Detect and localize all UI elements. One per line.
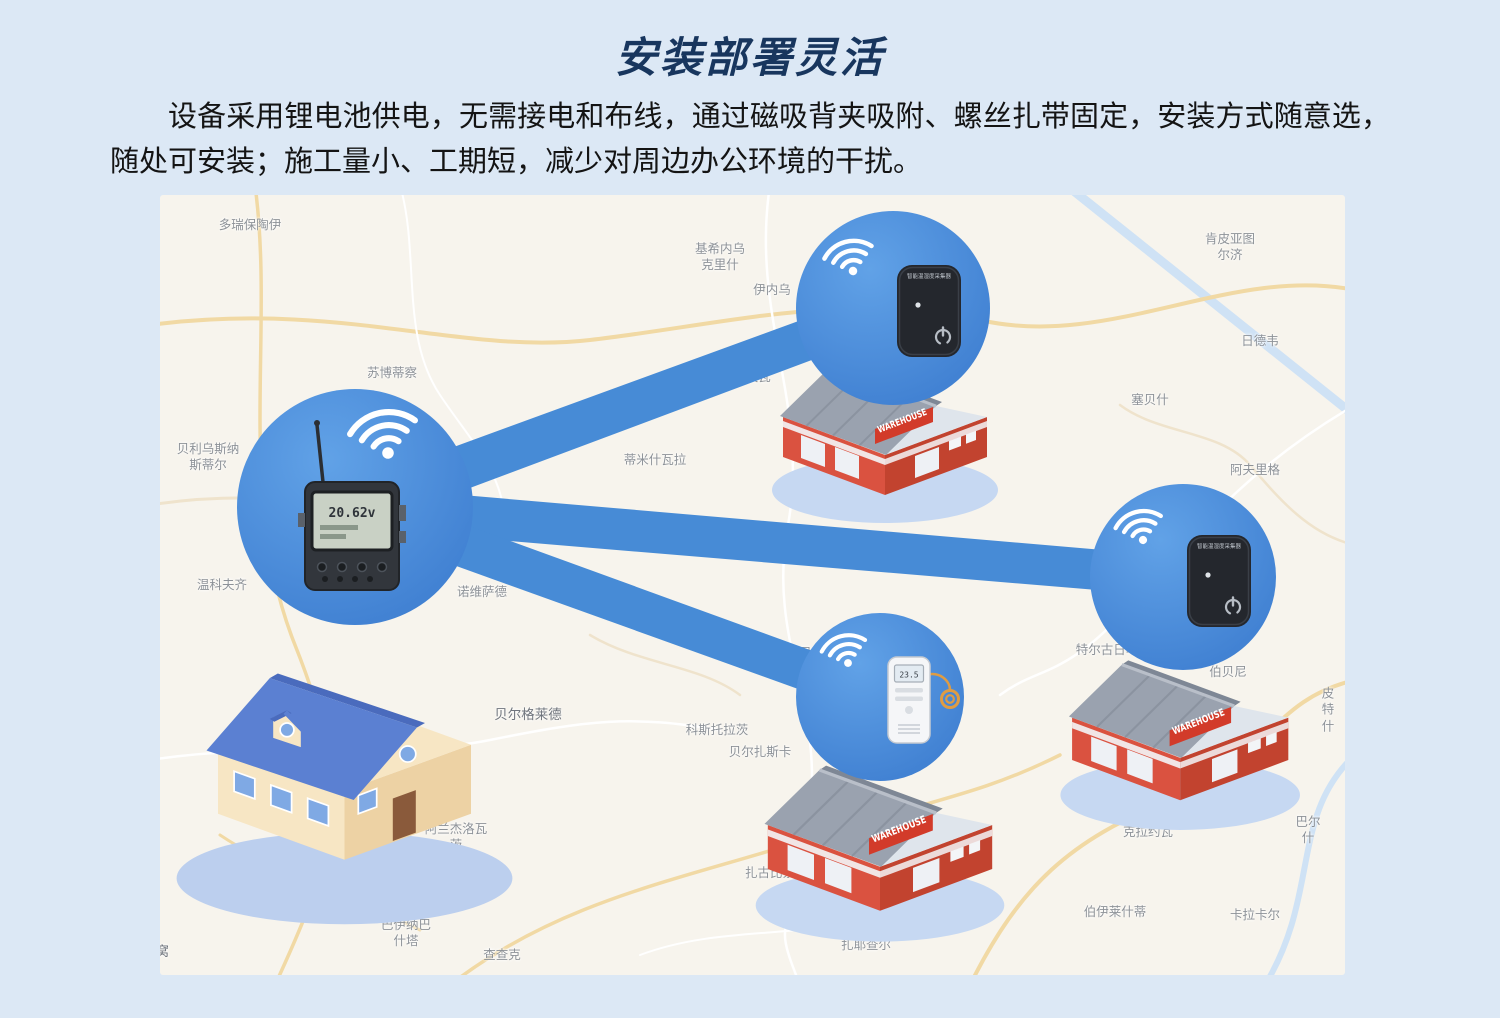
link-band-top — [347, 289, 900, 528]
network-links — [347, 289, 1185, 716]
link-band-bottom — [348, 487, 887, 716]
sensor-device: 23.5 — [887, 656, 960, 744]
map-label: 阿夫里格 — [1229, 462, 1281, 477]
map-label: 伯贝尼 — [1209, 664, 1247, 679]
map-label: 伯伊莱什蒂 — [1083, 904, 1147, 919]
platform-ellipse — [176, 832, 513, 925]
map-label: 塞贝什 — [1131, 392, 1169, 407]
node-circle-bottom — [796, 613, 964, 781]
gateway-screen-value: 20.62v — [329, 506, 376, 521]
map-label: 日德韦 — [1241, 333, 1279, 348]
map-label: 皮特什 — [1321, 686, 1335, 734]
probe-coil — [940, 689, 960, 709]
gateway-ports — [322, 576, 373, 582]
map-label: 科斯托拉茨 — [685, 722, 749, 737]
map-label: 贝尔格莱德 — [494, 707, 562, 723]
buildings-layer — [176, 361, 1302, 944]
network-scene: 智能温湿度采集器 — [176, 211, 1302, 944]
map-label: 贝利乌斯纳 斯蒂尔 — [176, 441, 240, 472]
map-label: 伊内乌 — [753, 282, 791, 297]
map-label: 巴尔什 — [1295, 814, 1321, 845]
link-band-right — [353, 486, 1185, 597]
collector-device-top — [895, 263, 963, 359]
map-label: 萨拉热窝 — [160, 944, 169, 960]
section-description: 设备采用锂电池供电，无需接电和布线，通过磁吸背夹吸附、螺丝扎带固定，安装方式随意… — [110, 101, 1390, 178]
map-label: 查查克 — [483, 947, 521, 962]
map-label: 苏博蒂察 — [366, 365, 418, 380]
antenna-icon — [314, 420, 320, 426]
sensor-screen-value: 23.5 — [899, 671, 918, 680]
gateway-screen — [310, 490, 394, 552]
map-label: 多瑞保陶伊 — [218, 217, 282, 232]
gateway-device: 20.62v — [298, 420, 406, 591]
sensor-button — [905, 706, 913, 714]
warehouse-bottom — [754, 763, 1006, 944]
map-label: 肯皮亚图 尔济 — [1204, 231, 1256, 262]
map-label: 温科夫齐 — [196, 577, 248, 592]
map-label: 卡拉卡尔 — [1229, 907, 1281, 922]
collector-device-right — [1185, 533, 1253, 629]
map-label: 基希内乌 克里什 — [694, 241, 746, 272]
section-title: 安装部署灵活 — [614, 34, 885, 81]
sensor-screen — [893, 664, 925, 683]
warehouse-right — [1058, 658, 1302, 832]
sensor-grille — [898, 724, 920, 734]
map-label: 蒂米什瓦拉 — [623, 452, 687, 467]
map-label: 诺维萨德 — [456, 584, 508, 599]
map-label: 贝尔扎斯卡 — [728, 744, 792, 759]
gateway-buttons — [316, 561, 388, 573]
house-illustration — [176, 673, 513, 925]
